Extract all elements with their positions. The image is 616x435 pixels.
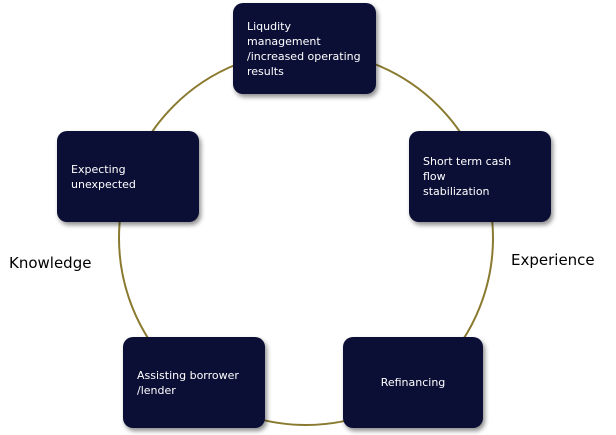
- node-assisting-borrower-text: Assisting borrower /lender: [137, 368, 239, 397]
- node-short-term-cash-flow: Short term cash flow stabilization: [409, 131, 551, 222]
- node-assisting-borrower: Assisting borrower /lender: [123, 337, 265, 428]
- node-expecting-unexpected: Expecting unexpected: [57, 131, 199, 222]
- label-experience: Experience: [511, 251, 595, 269]
- node-refinancing: Refinancing: [343, 337, 483, 428]
- node-liquidity-management: Liqudity management /increased operating…: [233, 3, 376, 94]
- node-short-term-cash-flow-text: Short term cash flow stabilization: [423, 155, 512, 198]
- node-refinancing-text: Refinancing: [380, 376, 446, 389]
- node-liquidity-management-text: Liqudity management /increased operating…: [247, 19, 361, 78]
- node-expecting-unexpected-text: Expecting unexpected: [71, 162, 136, 191]
- label-knowledge: Knowledge: [9, 254, 92, 272]
